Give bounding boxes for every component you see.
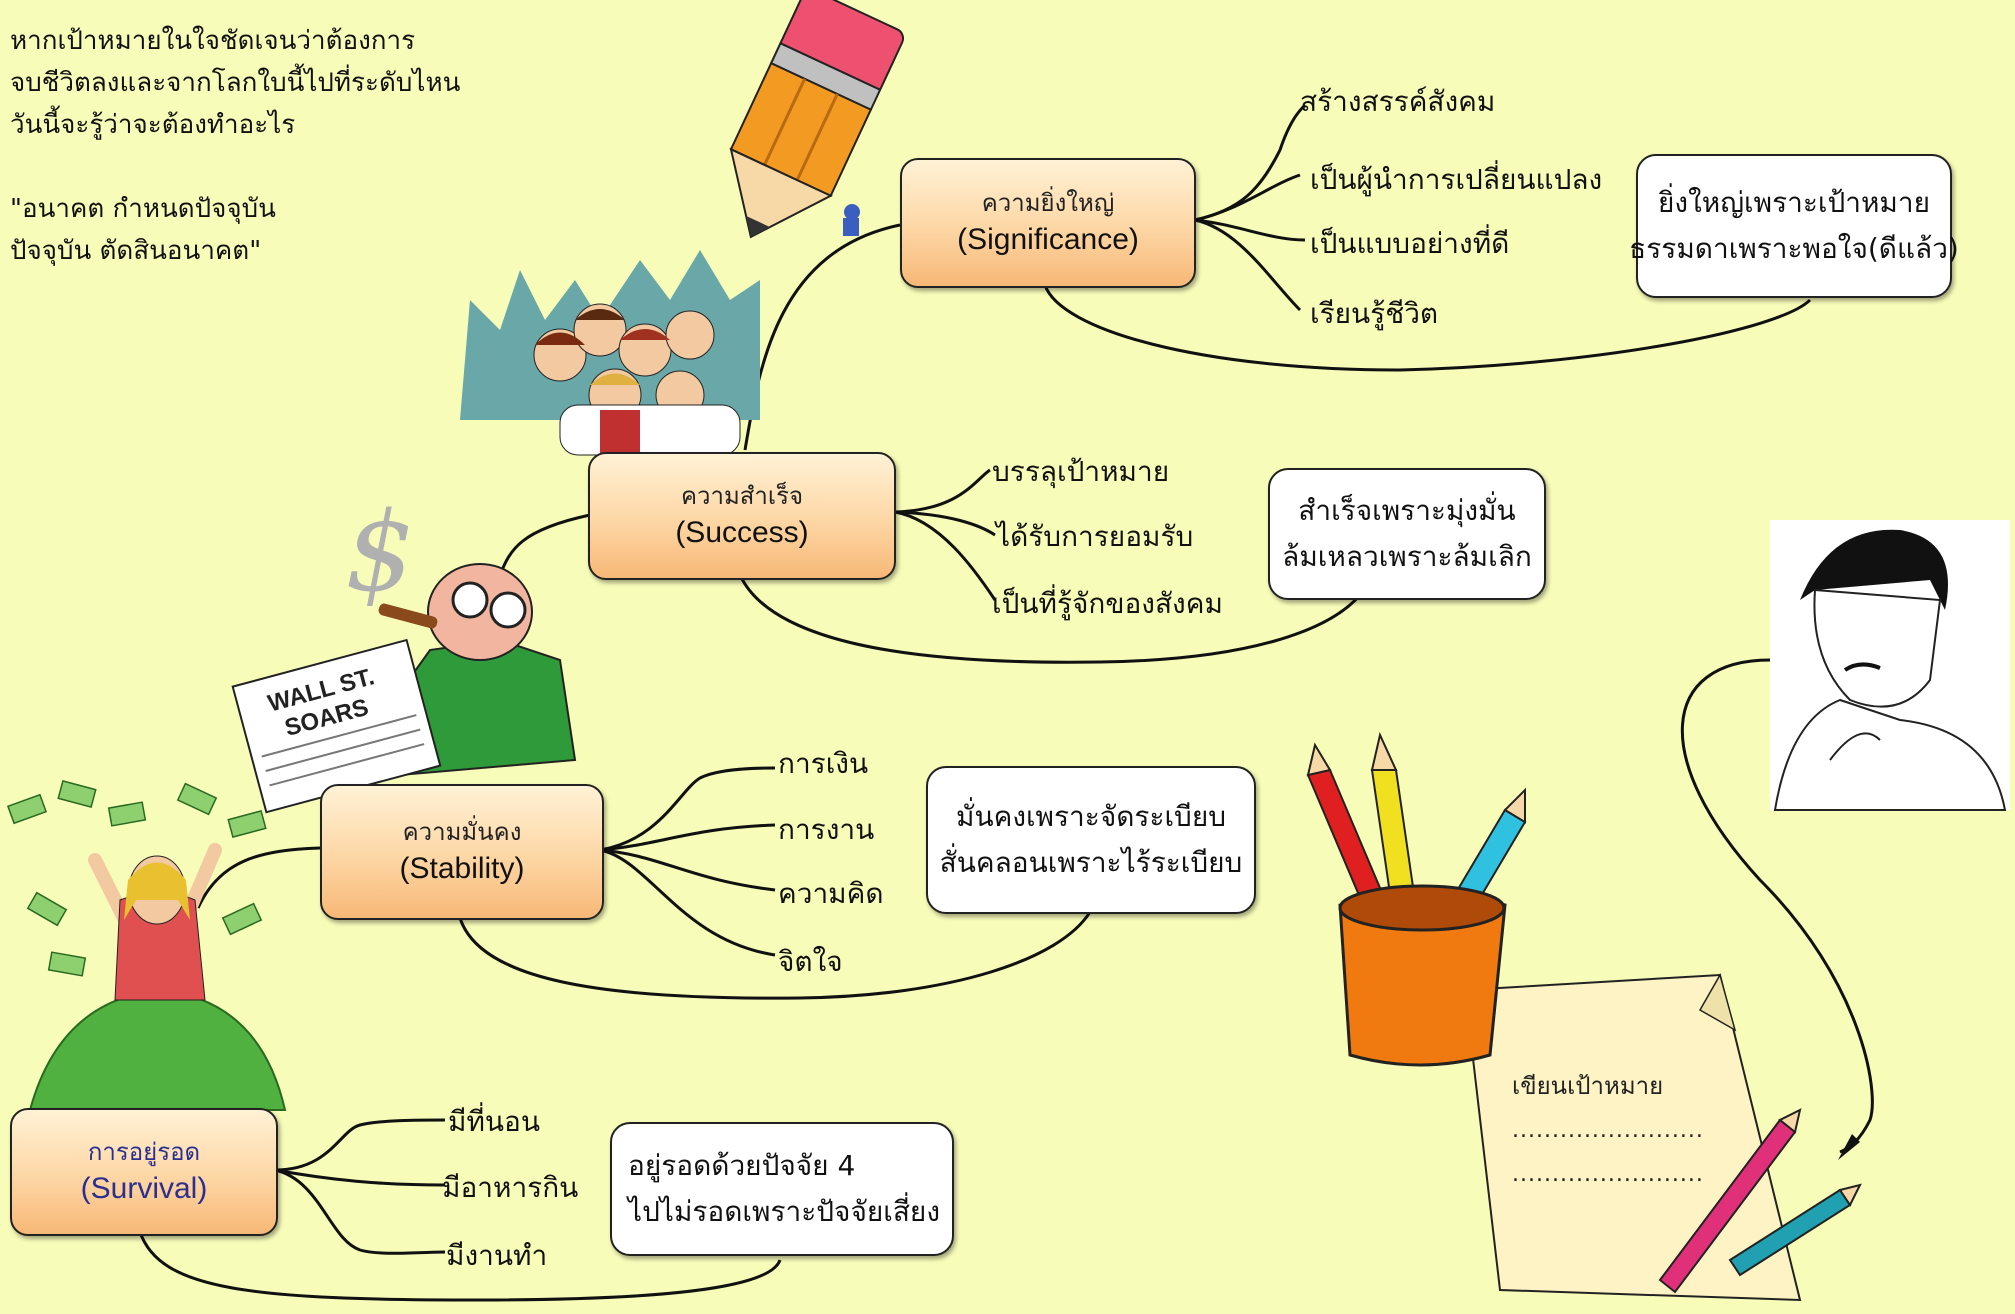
loop-stability bbox=[458, 911, 1092, 1000]
connector-lines bbox=[138, 103, 1874, 1302]
connector-success-significance bbox=[743, 223, 901, 451]
success-english: (Success) bbox=[675, 516, 809, 549]
thinking-man-icon bbox=[1770, 520, 2010, 811]
stability-note-line-1: มั่นคงเพราะจัดระเบียบ bbox=[955, 800, 1227, 833]
branch-sig-1 bbox=[1194, 103, 1307, 222]
intro-line-1: หากเป้าหมายในใจชัดเจนว่าต้องการ bbox=[10, 26, 416, 56]
write-goal-blank-1: ........................ bbox=[1512, 1118, 1704, 1143]
success-item-2: ได้รับการยอมรับ bbox=[996, 520, 1194, 553]
survival-item-3: มีงานทำ bbox=[446, 1239, 548, 1272]
significance-item-4: เรียนรู้ชีวิต bbox=[1310, 297, 1439, 330]
node-success: ความสำเร็จ (Success) bbox=[588, 452, 896, 580]
giant-pencil-icon bbox=[729, 0, 905, 239]
success-note: สำเร็จเพราะมุ่งมั่น ล้มเหลวเพราะล้มเลิก bbox=[1268, 468, 1546, 600]
write-goal-label: เขียนเป้าหมาย bbox=[1512, 1072, 1664, 1100]
survival-item-1: มีที่นอน bbox=[448, 1105, 541, 1138]
stability-note: มั่นคงเพราะจัดระเบียบ สั่นคลอนเพราะไร้ระ… bbox=[926, 766, 1256, 914]
loop-success bbox=[738, 574, 1362, 664]
significance-thai: ความยิ่งใหญ่ bbox=[981, 189, 1115, 217]
crowd-icon bbox=[460, 250, 760, 456]
survival-note-line-1: อยู่รอดด้วยปัจจัย 4 bbox=[628, 1149, 856, 1182]
money-woman-icon bbox=[6, 779, 287, 1111]
arrow-head-icon bbox=[1838, 1134, 1860, 1160]
node-survival: การอยู่รอด (Survival) bbox=[10, 1108, 278, 1236]
success-thai: ความสำเร็จ bbox=[680, 482, 804, 510]
survival-note: อยู่รอดด้วยปัจจัย 4 ไปไม่รอดเพราะปัจจัยเ… bbox=[610, 1122, 954, 1256]
quote-line-1: "อนาคต กำหนดปัจจุบัน bbox=[10, 194, 276, 224]
survival-thai: การอยู่รอด bbox=[87, 1138, 201, 1166]
intro-line-3: วันนี้จะรู้ว่าจะต้องทำอะไร bbox=[10, 110, 296, 140]
survival-english: (Survival) bbox=[80, 1172, 208, 1205]
stability-item-1: การเงิน bbox=[778, 747, 869, 780]
loop-survival bbox=[138, 1231, 782, 1302]
pencil-cup-icon bbox=[1306, 731, 1527, 1067]
connector-survival-stability bbox=[196, 846, 321, 909]
stability-item-4: จิตใจ bbox=[778, 945, 843, 978]
significance-note-line-1: ยิ่งใหญ่เพราะเป้าหมาย bbox=[1657, 186, 1930, 219]
svg-text:$: $ bbox=[345, 488, 415, 616]
businessman-icon: $ WALL ST. SOARS bbox=[231, 488, 577, 814]
significance-item-2: เป็นผู้นำการเปลี่ยนแปลง bbox=[1310, 163, 1603, 196]
stability-note-line-2: สั่นคลอนเพราะไร้ระเบียบ bbox=[939, 846, 1243, 879]
stability-item-3: ความคิด bbox=[778, 877, 884, 910]
survival-note-line-2: ไปไม่รอดเพราะปัจจัยเสี่ยง bbox=[628, 1195, 940, 1228]
significance-note-line-2: ธรรมดาเพราะพอใจ(ดีแล้ว) bbox=[1629, 232, 1959, 265]
success-item-1: บรรลุเป้าหมาย bbox=[992, 455, 1170, 488]
survival-item-2: มีอาหารกิน bbox=[442, 1171, 579, 1204]
success-item-3: เป็นที่รู้จักของสังคม bbox=[992, 587, 1223, 620]
node-stability: ความมั่นคง (Stability) bbox=[320, 784, 604, 920]
stability-thai: ความมั่นคง bbox=[402, 818, 522, 846]
thought-arrow-line bbox=[1681, 658, 1874, 1154]
node-significance: ความยิ่งใหญ่ (Significance) bbox=[900, 158, 1196, 288]
significance-item-1: สร้างสรรค์สังคม bbox=[1300, 85, 1496, 118]
success-note-line-1: สำเร็จเพราะมุ่งมั่น bbox=[1298, 494, 1516, 527]
intro-text: หากเป้าหมายในใจชัดเจนว่าต้องการ จบชีวิตล… bbox=[10, 20, 460, 272]
significance-item-3: เป็นแบบอย่างที่ดี bbox=[1310, 227, 1510, 260]
stability-english: (Stability) bbox=[399, 852, 525, 885]
loop-significance bbox=[1043, 284, 1812, 372]
connector-stability-success bbox=[498, 513, 591, 576]
write-goal-blank-2: ........................ bbox=[1512, 1162, 1704, 1187]
stability-item-2: การงาน bbox=[778, 813, 875, 846]
success-note-line-2: ล้มเหลวเพราะล้มเลิก bbox=[1282, 540, 1532, 573]
quote-line-2: ปัจจุบัน ตัดสินอนาคต" bbox=[10, 236, 262, 266]
intro-line-2: จบชีวิตลงและจากโลกใบนี้ไปที่ระดับไหน bbox=[10, 68, 461, 98]
pens-icon bbox=[1658, 1108, 1862, 1294]
significance-note: ยิ่งใหญ่เพราะเป้าหมาย ธรรมดาเพราะพอใจ(ดี… bbox=[1629, 154, 1959, 298]
significance-english: (Significance) bbox=[957, 223, 1139, 256]
